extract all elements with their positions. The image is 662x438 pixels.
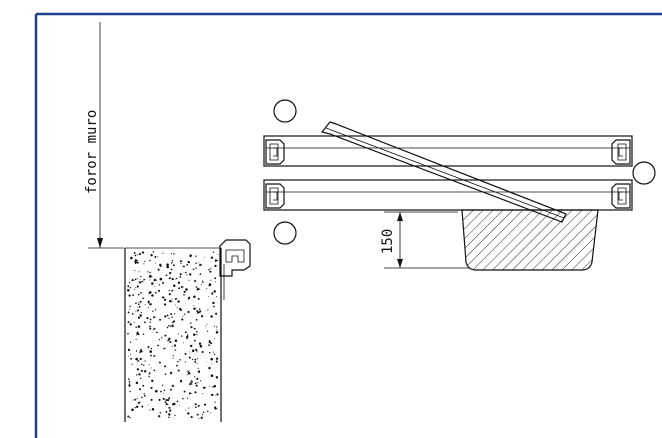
diagonal-rod [320,121,567,223]
upper-track [263,135,633,167]
wall-opening-label: foror muro [84,110,100,194]
concrete-texture [127,251,219,419]
offset-dimension: 150 [380,211,470,269]
offset-dimension-label: 150 [380,229,396,254]
wall-bracket [219,239,251,300]
drawing-frame [34,12,662,438]
reference-circle [273,221,297,245]
reference-circle [632,161,656,185]
concrete-wall [124,247,222,422]
reference-circle [273,99,297,123]
hatched-housing [461,209,599,271]
lower-track [263,179,633,211]
reference-circles [273,99,656,245]
wall-opening-dimension: foror muro [84,22,124,249]
